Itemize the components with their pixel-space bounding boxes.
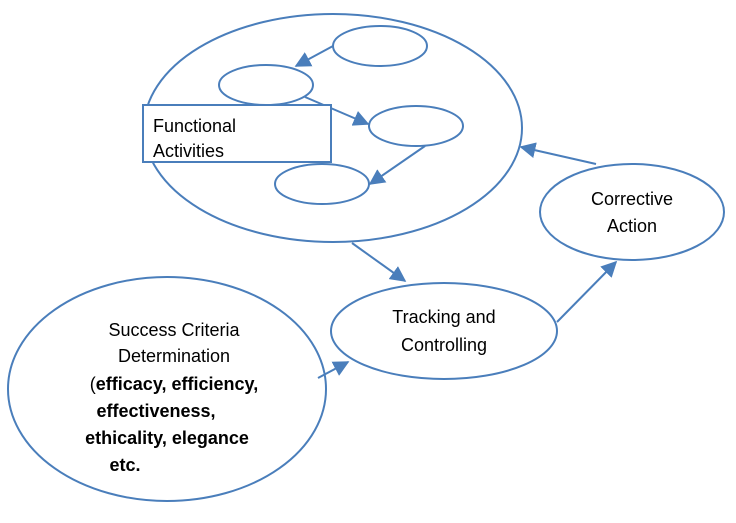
success-criteria-line3: (efficacy, efficiency,: [90, 374, 258, 394]
success-criteria-line3-bold: efficacy, efficiency,: [96, 374, 258, 394]
success-criteria-line1: Success Criteria: [108, 320, 240, 340]
success-criteria-node: [7, 276, 327, 502]
tracking-controlling-line2: Controlling: [401, 335, 487, 355]
success-criteria-line3-prefix: (: [90, 374, 96, 394]
activity-node-left: [218, 64, 314, 106]
success-criteria-line2: Determination: [118, 346, 230, 366]
functional-activities-label-box: [142, 104, 332, 163]
arrow-top-right-to-left: [294, 45, 334, 67]
arrow-functional-to-tracking: [351, 242, 407, 282]
arrow-tracking-to-corrective: [556, 260, 618, 323]
arrow-success-to-tracking: [317, 361, 350, 379]
tracking-controlling-line1: Tracking and: [392, 307, 495, 327]
corrective-action-node: [539, 163, 725, 261]
corrective-action-line2: Action: [607, 216, 657, 236]
success-criteria-line4: effectiveness,: [96, 401, 215, 421]
functional-activities-line2: Activities: [153, 141, 224, 161]
success-criteria-line5: ethicality, elegance: [85, 428, 249, 448]
arrow-left-to-middle-right: [304, 96, 370, 126]
activity-node-middle-right: [368, 105, 464, 147]
tracking-controlling-node: [330, 282, 558, 380]
activity-node-bottom: [274, 163, 370, 205]
success-criteria-line6: etc.: [109, 455, 140, 475]
activity-node-top-right: [332, 25, 428, 67]
arrow-corrective-to-functional: [519, 142, 597, 165]
arrow-middle-right-to-bottom: [368, 145, 426, 185]
corrective-action-line1: Corrective: [591, 189, 673, 209]
functional-activities-line1: Functional: [153, 116, 236, 136]
